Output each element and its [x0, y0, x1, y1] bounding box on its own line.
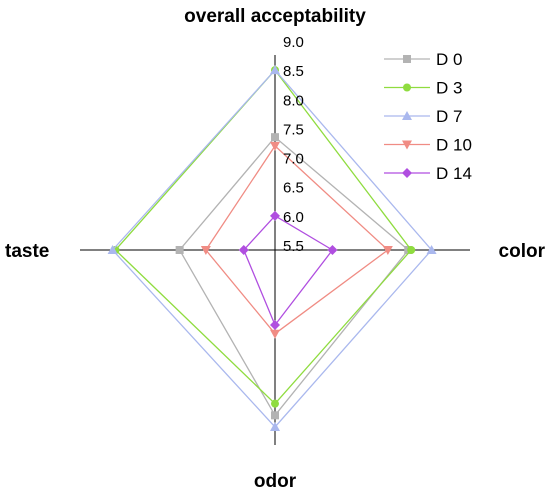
legend-item: D 14 — [384, 164, 472, 183]
legend-marker — [402, 111, 412, 120]
series-line — [243, 215, 334, 327]
legend-marker — [403, 83, 411, 92]
legend-marker — [403, 55, 411, 63]
data-point — [107, 245, 118, 254]
data-point — [200, 246, 211, 255]
data-point — [270, 329, 280, 339]
legend-label: D 10 — [436, 136, 472, 155]
legend-marker — [402, 168, 412, 178]
series-d-0 — [175, 133, 413, 420]
data-point — [271, 133, 279, 142]
data-point — [426, 245, 437, 254]
axis-title-taste: taste — [5, 241, 49, 262]
series-line — [114, 69, 413, 405]
data-point — [270, 65, 280, 75]
data-point — [271, 399, 279, 408]
tick-label: 6.5 — [283, 180, 304, 197]
data-point — [270, 421, 280, 431]
legend-marker — [402, 140, 412, 150]
legend-label: D 14 — [436, 164, 472, 183]
legend-item: D 3 — [384, 79, 462, 98]
axis-title-overall-acceptability: overall acceptability — [184, 6, 366, 27]
legend: D 0 D 3 D 7 D 10 D 14 — [384, 50, 472, 183]
tick-label: 5.5 — [283, 238, 304, 255]
tick-label: 6.0 — [283, 209, 304, 226]
tick-label: 8.5 — [283, 63, 304, 80]
tick-label: 8.0 — [283, 92, 304, 109]
legend-label: D 3 — [436, 79, 462, 98]
legend-item: D 10 — [384, 136, 472, 155]
data-point — [327, 245, 338, 255]
tick-label: 7.0 — [283, 151, 304, 168]
axis-title-odor: odor — [254, 471, 297, 492]
series-d-3 — [111, 66, 416, 408]
legend-label: D 7 — [436, 107, 462, 126]
series-d-10 — [200, 141, 393, 339]
legend-item: D 0 — [384, 50, 462, 69]
data-point — [382, 246, 393, 255]
data-point — [270, 141, 280, 151]
tick-label: 7.5 — [283, 121, 304, 138]
tick-label: 9.0 — [283, 34, 304, 51]
series-d-7 — [107, 65, 437, 431]
series-d-14 — [238, 210, 338, 330]
legend-label: D 0 — [436, 50, 462, 69]
data-point — [175, 246, 184, 254]
series-line — [111, 69, 433, 428]
data-point — [270, 319, 280, 330]
series-group — [107, 65, 437, 431]
data-point — [238, 245, 249, 255]
data-point — [271, 411, 279, 420]
data-point — [270, 210, 280, 221]
data-point — [407, 246, 416, 254]
legend-item: D 7 — [384, 107, 462, 126]
tick-labels: 9.0 8.5 8.0 7.5 7.0 6.5 6.0 5.5 — [283, 34, 304, 255]
axis-title-color: color — [499, 241, 546, 262]
